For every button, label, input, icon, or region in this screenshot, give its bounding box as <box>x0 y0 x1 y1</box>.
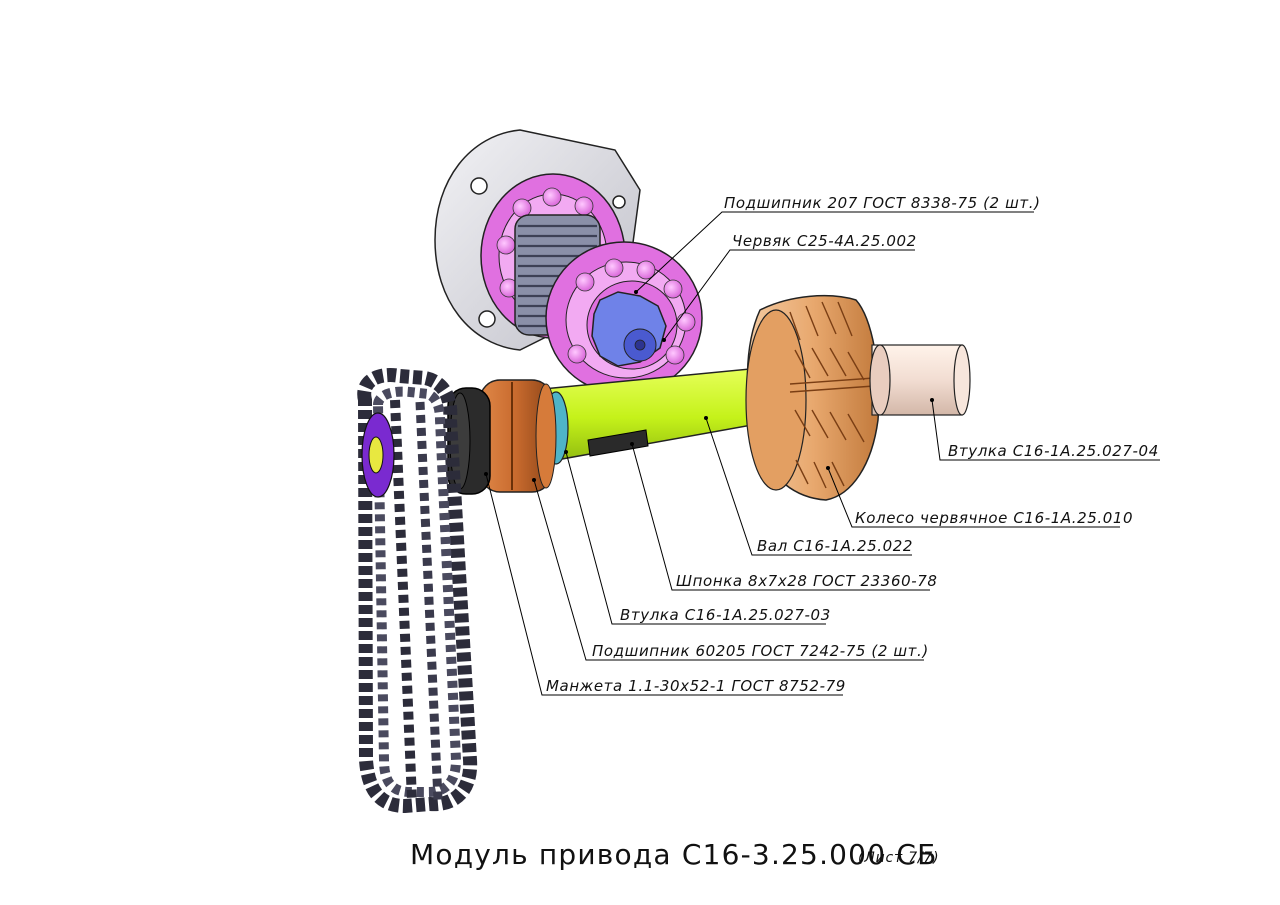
roller-chain <box>357 368 478 814</box>
sheet-number: (Лист 7/7) <box>858 850 939 866</box>
worm-spline-end <box>591 291 667 367</box>
label-bushing-04: Втулка С16-1А.25.027-04 <box>948 442 1159 460</box>
sprocket <box>361 412 395 498</box>
bushing-04 <box>869 344 971 416</box>
label-worm: Червяк С25-4А.25.002 <box>732 232 917 250</box>
bearing-60205 <box>479 379 557 493</box>
label-key: Шпонка 8х7х28 ГОСТ 23360-78 <box>676 572 938 590</box>
drawing-title: Модуль привода С16-3.25.000 СБ <box>410 838 937 871</box>
label-bushing-03: Втулка С16-1А.25.027-03 <box>620 606 831 624</box>
key <box>587 429 649 457</box>
label-bearing-60205: Подшипник 60205 ГОСТ 7242-75 (2 шт.) <box>592 642 929 660</box>
worm-wheel <box>745 294 880 501</box>
label-worm-wheel: Колесо червячное С16-1А.25.010 <box>855 509 1133 527</box>
label-bearing-207: Подшипник 207 ГОСТ 8338-75 (2 шт.) <box>724 194 1041 212</box>
label-cuff: Манжета 1.1-30х52-1 ГОСТ 8752-79 <box>546 677 846 695</box>
label-shaft: Вал С16-1А.25.022 <box>757 537 913 555</box>
leader-lines <box>484 211 1160 696</box>
